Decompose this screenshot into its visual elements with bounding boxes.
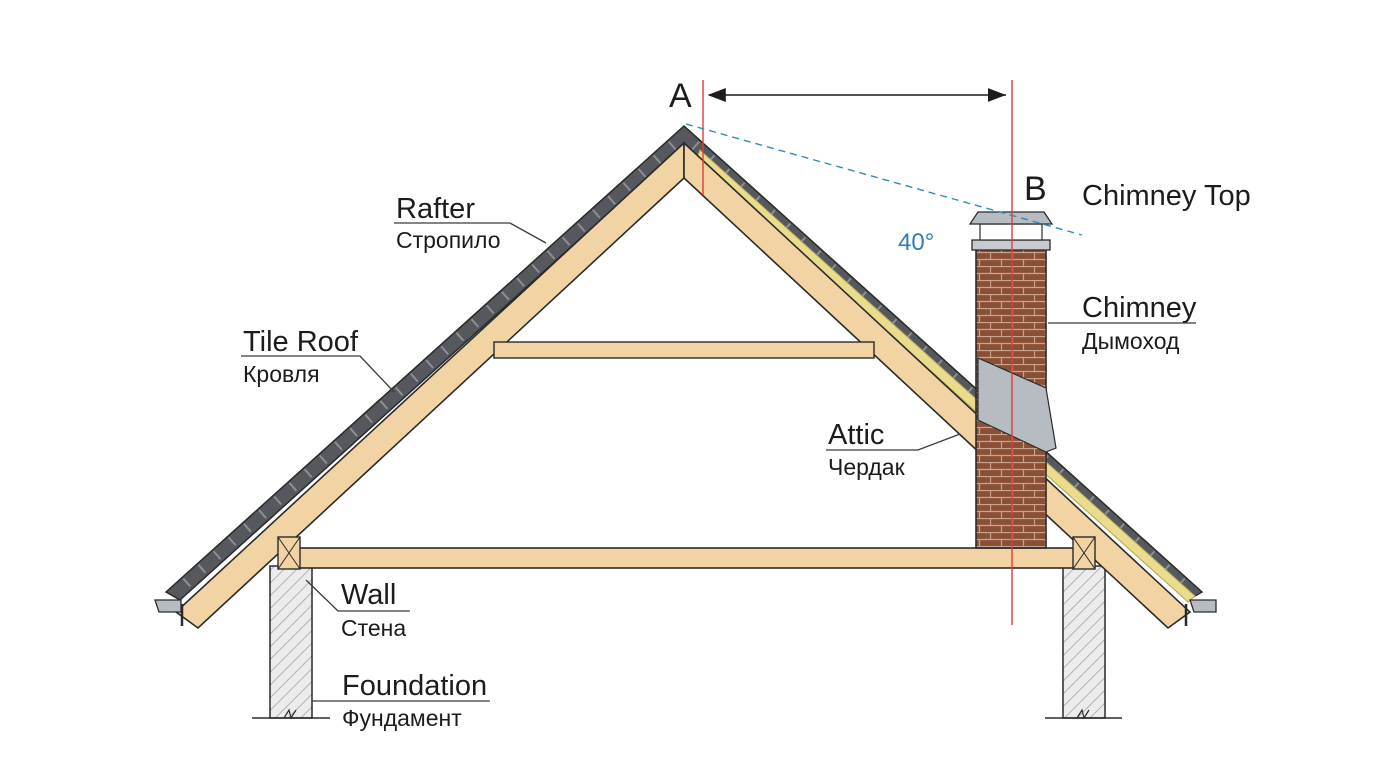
chimney-cap <box>968 211 1054 251</box>
collar-tie <box>493 341 875 359</box>
rafter-callout: Rafter Стропило <box>394 193 547 253</box>
gutter-right <box>1189 599 1217 613</box>
insulation-strip <box>695 149 1196 603</box>
chimney-callout: Chimney Дымоход <box>1048 292 1197 354</box>
wall-plate-right <box>1072 536 1096 570</box>
chimney-label-ru: Дымоход <box>1082 328 1180 354</box>
foundation-label-ru: Фундамент <box>342 705 462 731</box>
right-wall <box>1045 565 1122 720</box>
foundation-callout: Foundation Фундамент <box>312 670 490 731</box>
point-b-label: B <box>1024 170 1047 208</box>
rafter-label-ru: Стропило <box>396 227 501 253</box>
attic-label-ru: Чердак <box>828 454 906 480</box>
tile-roof-label-ru: Кровля <box>243 361 320 387</box>
chimney-stack <box>975 248 1057 549</box>
gutter-left <box>154 599 182 613</box>
wall-plate-left <box>277 536 301 570</box>
chimney-label-en: Chimney <box>1082 292 1197 324</box>
rafter-label-en: Rafter <box>396 193 475 225</box>
left-wall <box>252 565 330 720</box>
angle-label: 40° <box>898 229 934 256</box>
tile-roof-label-en: Tile Roof <box>243 326 359 358</box>
attic-label-en: Attic <box>828 419 884 451</box>
wall-callout: Wall Стена <box>305 579 410 641</box>
dashed-slope-line <box>685 123 1083 236</box>
wall-label-en: Wall <box>341 579 396 611</box>
wall-label-ru: Стена <box>341 615 406 641</box>
ceiling-beam <box>295 547 1079 569</box>
point-a-label: A <box>669 77 692 115</box>
foundation-label-en: Foundation <box>342 670 487 702</box>
attic-callout: Attic Чердак <box>826 419 961 480</box>
tile-roof-callout: Tile Roof Кровля <box>241 326 395 393</box>
chimney-top-label: Chimney Top <box>1082 180 1251 212</box>
